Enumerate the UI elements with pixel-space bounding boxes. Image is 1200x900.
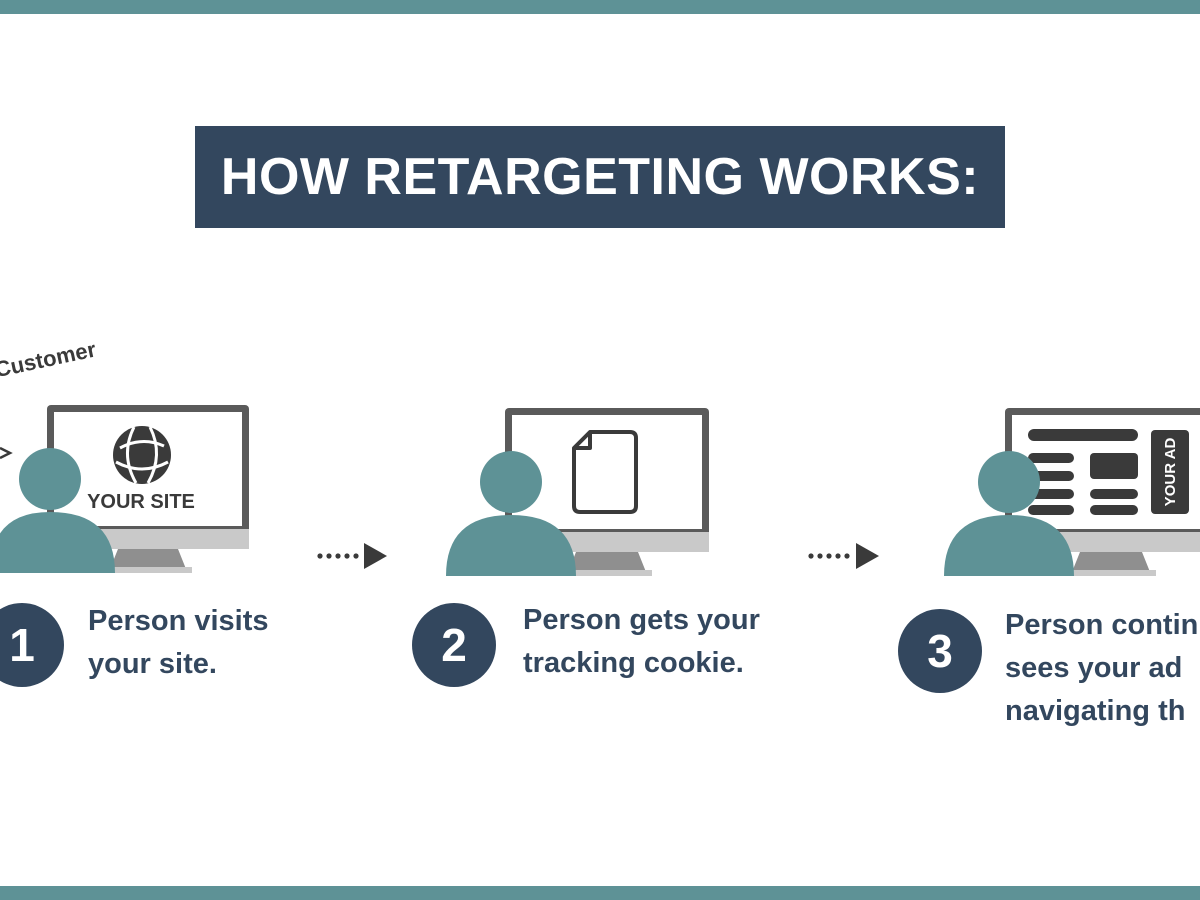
webpage-layout-icon xyxy=(1028,429,1189,515)
arrow-icon xyxy=(808,543,879,569)
step-number-3: 3 xyxy=(898,609,982,693)
step-1-text: Person visits your site. xyxy=(88,600,269,686)
ad-label: YOUR AD xyxy=(1162,438,1179,507)
step-2-text: Person gets your tracking cookie. xyxy=(523,599,760,685)
step-2-line-1: Person gets your xyxy=(523,604,760,636)
step-3-line-2: sees your ad xyxy=(1005,652,1183,684)
top-accent-bar xyxy=(0,0,1200,14)
step-3-text: Person contin sees your ad navigating th xyxy=(1005,604,1200,733)
step-2-line-2: tracking cookie. xyxy=(523,647,744,679)
step-1-line-2: your site. xyxy=(88,648,217,680)
step-1-line-1: Person visits xyxy=(88,605,269,637)
page-title: HOW RETARGETING WORKS: xyxy=(220,148,980,206)
customer-label: Customer xyxy=(0,336,99,382)
person-icon xyxy=(944,451,1074,576)
arrow-icon xyxy=(317,543,387,569)
title-banner: HOW RETARGETING WORKS: xyxy=(195,126,1005,228)
person-icon xyxy=(0,448,115,573)
step-3-line-1: Person contin xyxy=(1005,609,1199,641)
customer-arrow-icon xyxy=(0,446,13,460)
globe-icon xyxy=(113,426,171,484)
person-icon xyxy=(446,451,576,576)
document-icon xyxy=(572,430,638,514)
site-label: YOUR SITE xyxy=(87,491,195,513)
bottom-accent-bar xyxy=(0,886,1200,900)
step-number-2: 2 xyxy=(412,603,496,687)
step-3-line-3: navigating th xyxy=(1005,695,1186,727)
